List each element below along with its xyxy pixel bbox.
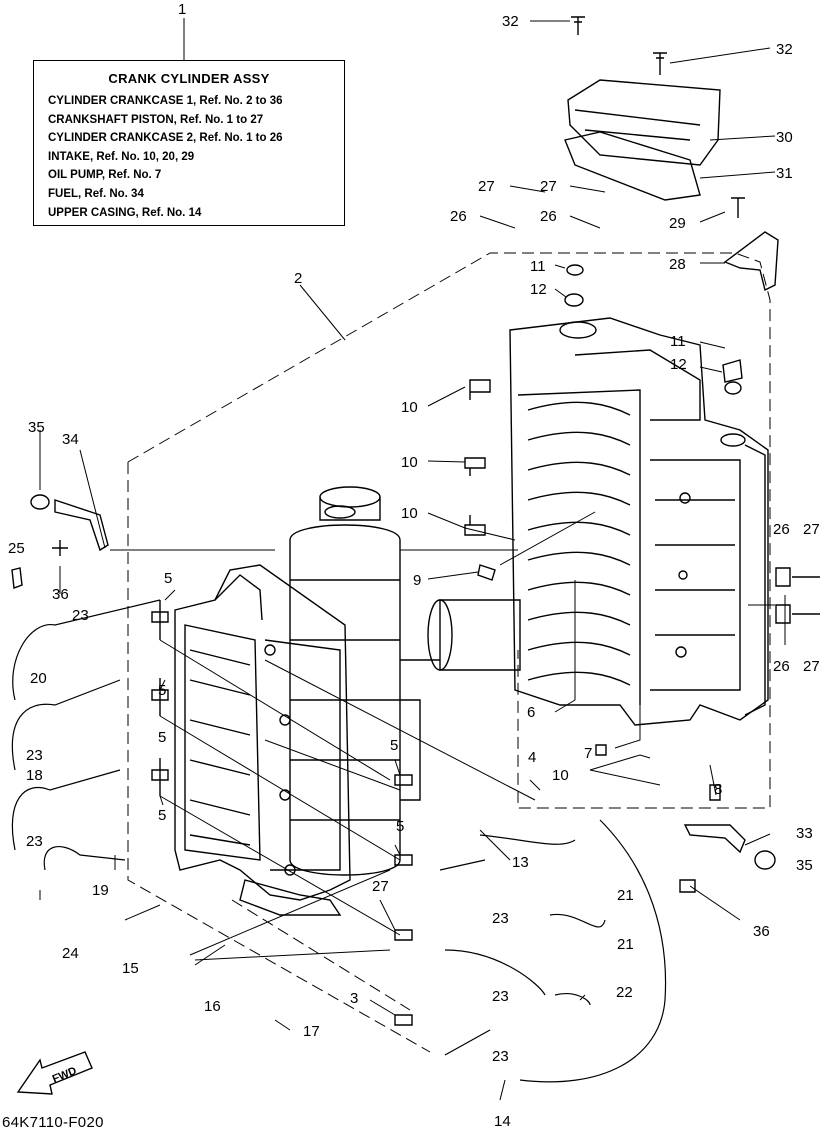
legend-line: FUEL, Ref. No. 34 [48,187,144,200]
callout: 25 [8,540,25,557]
callout: 23 [26,747,43,764]
callout: 9 [413,572,421,589]
legend-line: CYLINDER CRANKCASE 1, Ref. No. 2 to 36 [48,95,283,107]
callout: 3 [350,990,358,1007]
callout: 32 [776,41,793,58]
callout: 1 [178,1,186,18]
callout: 21 [617,936,634,953]
hoses [11,599,667,1083]
legend-lines: CYLINDER CRANKCASE 1, Ref. No. 2 to 36 C… [48,92,344,222]
callout: 16 [204,998,221,1015]
callout: 26 [773,521,790,538]
callout: 19 [92,882,109,899]
callout: 23 [72,607,89,624]
callout: 33 [796,825,813,842]
callout: 24 [62,945,79,962]
callout: 30 [776,129,793,146]
callout: 4 [528,749,536,766]
callout: 22 [616,984,633,1001]
callout: 6 [527,704,535,721]
callout: 29 [669,215,686,232]
legend-line: OIL PUMP, Ref. No. 7 [48,169,162,182]
callout: 23 [26,833,43,850]
callout: 26 [540,208,557,225]
fwd-arrow: FWD [16,1051,93,1095]
legend-line: CYLINDER CRANKCASE 2, Ref. No. 1 to 26 [48,132,283,145]
drawing-code: 64K7110-F020 [2,1114,104,1131]
callout: 17 [303,1023,320,1040]
callout: 27 [803,658,820,675]
callout: 10 [552,767,569,784]
callout: 5 [158,729,166,746]
callout: 26 [450,208,467,225]
callout: 27 [372,878,389,895]
callout: 11 [530,258,546,275]
small-parts [11,231,820,893]
legend-line: INTAKE, Ref. No. 10, 20, 29 [48,150,195,163]
legend-title: CRANK CYLINDER ASSY [108,71,270,86]
assembly-boundary-lines [127,252,771,1053]
legend-line: UPPER CASING, Ref. No. 14 [48,206,202,219]
callout: 10 [401,505,418,522]
callout: 23 [492,1048,509,1065]
callout: 12 [670,356,687,373]
legend-line: CRANKSHAFT PISTON, Ref. No. 1 to 27 [48,113,264,126]
top-cover-assembly [564,16,745,218]
callout: 32 [502,13,519,30]
callout: 11 [670,333,686,350]
callout: 26 [773,658,790,675]
callout: 5 [396,818,404,835]
callout: 35 [796,857,813,874]
callout-numbers: 1 32 32 30 31 27 27 26 26 29 28 11 12 2 … [8,1,820,1130]
cylinder-crankcase-2 [509,317,769,726]
fittings [151,379,491,1026]
callout: 28 [669,256,686,273]
callout: 20 [30,670,47,687]
callout: 21 [617,887,634,904]
callout: 7 [584,745,592,762]
callout: 14 [494,1113,511,1130]
callout: 27 [478,178,495,195]
callout: 8 [714,781,722,798]
callout: 5 [158,807,166,824]
callout: 36 [753,923,770,940]
callout: 10 [401,399,418,416]
callout: 15 [122,960,139,977]
cylinder-crankcase-1 [174,564,351,916]
callout: 27 [540,178,557,195]
callout: 5 [158,682,166,699]
callout: 2 [294,270,302,287]
callout: 23 [492,910,509,927]
callout: 31 [776,165,793,182]
callout: 18 [26,767,43,784]
callout: 10 [401,454,418,471]
callout: 27 [803,521,820,538]
crankshaft-piston [289,486,521,876]
callout: 36 [52,586,69,603]
callout: 23 [492,988,509,1005]
assembly-legend-box: CRANK CYLINDER ASSY CYLINDER CRANKCASE 1… [33,60,345,226]
callout: 34 [62,431,79,448]
callout: 35 [28,419,45,436]
callout: 5 [390,737,398,754]
callout: 13 [512,854,529,871]
callout: 12 [530,281,547,298]
callout: 5 [164,570,172,587]
leader-lines [39,18,786,1101]
